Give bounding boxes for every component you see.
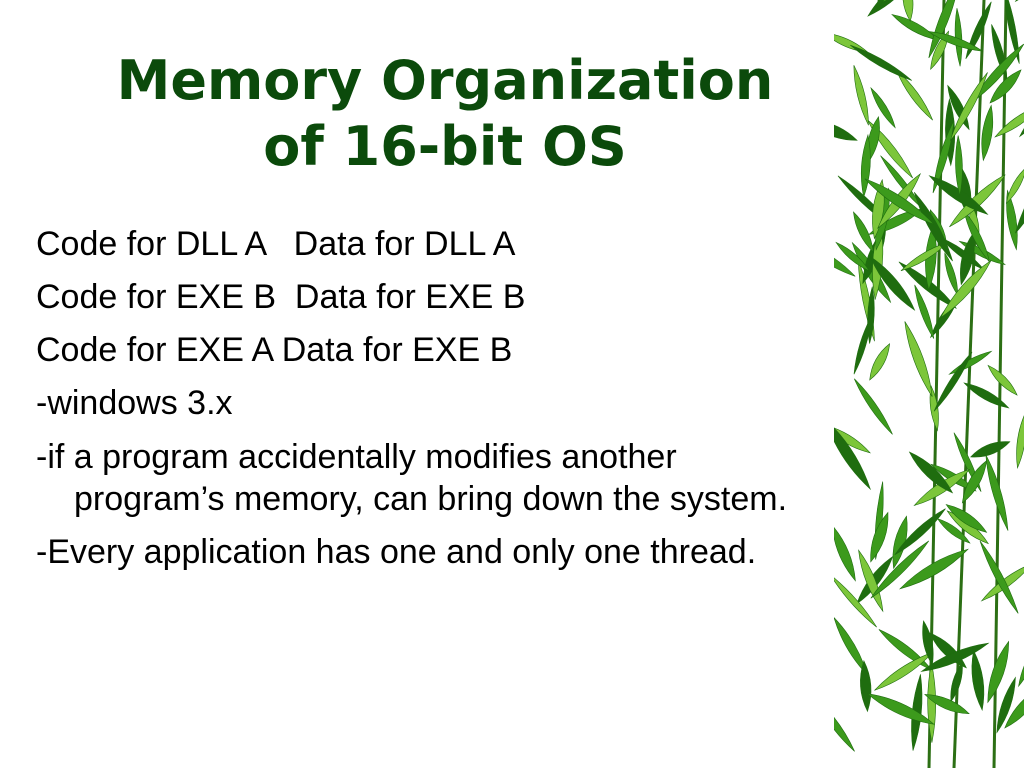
bamboo-leaf (892, 515, 908, 570)
bamboo-leaf (994, 104, 1024, 138)
bamboo-leaf (904, 321, 933, 397)
bamboo-leaf (913, 192, 953, 262)
bamboo-leaf (970, 441, 1011, 458)
slide-body: Code for DLL A Data for DLL A Code for E… (36, 224, 836, 584)
bamboo-leaf (834, 417, 871, 491)
bamboo-leaf (981, 104, 994, 162)
bamboo-leaf (929, 384, 939, 432)
body-paragraph-memory: -if a program accidentally modifies anot… (36, 438, 788, 518)
bamboo-leaf (945, 504, 988, 533)
bamboo-leaf (1005, 166, 1024, 204)
bamboo-leaf-group (834, 0, 1024, 752)
bamboo-leaf (834, 574, 877, 628)
bamboo-leaf (834, 240, 856, 277)
slide-title: Memory Organization of 16-bit OS (40, 48, 850, 180)
bamboo-leaf (891, 14, 939, 41)
bamboo-leaf (971, 649, 985, 712)
bamboo-leaf (864, 178, 935, 225)
bamboo-leaves-icon (834, 0, 1024, 768)
bamboo-leaf (963, 382, 1010, 409)
title-line-2: of 16-bit OS (263, 115, 627, 178)
bamboo-leaf (920, 642, 990, 672)
bamboo-leaf (834, 696, 855, 752)
bamboo-leaf (949, 174, 1006, 228)
bamboo-leaf (1006, 189, 1018, 251)
bamboo-leaf (1018, 639, 1024, 688)
bamboo-leaf (866, 693, 935, 725)
bamboo-leaf (834, 120, 858, 141)
body-line-exe-a: Code for EXE A Data for EXE B (36, 331, 513, 369)
bamboo-leaf (928, 175, 989, 215)
title-line-1: Memory Organization (116, 49, 774, 112)
bamboo-leaf (928, 31, 983, 52)
bamboo-leaf (940, 260, 992, 318)
bamboo-leaf (996, 676, 1016, 734)
bamboo-leaf (955, 135, 963, 196)
bamboo-leaf (1003, 0, 1020, 64)
bamboo-leaf (860, 660, 872, 713)
body-paragraph-thread: -Every application has one and only one … (36, 533, 757, 571)
bamboo-leaf (869, 343, 890, 381)
bamboo-leaf (894, 508, 946, 556)
bamboo-leaf (1015, 162, 1024, 234)
bamboo-leaf (853, 378, 893, 435)
bamboo-leaf (874, 652, 934, 691)
bamboo-leaf (933, 351, 973, 412)
bamboo-leaf (902, 0, 914, 22)
bamboo-leaf (870, 86, 896, 129)
body-line-windows: -windows 3.x (36, 384, 233, 422)
body-line-exe-b: Code for EXE B Data for EXE B (36, 278, 526, 316)
bamboo-leaf (922, 620, 934, 666)
bamboo-leaf (954, 8, 963, 67)
bamboo-leaf (867, 120, 913, 179)
bamboo-leaf (950, 661, 963, 703)
bamboo-leaf (1014, 0, 1024, 3)
bamboo-leaf (1016, 412, 1024, 470)
bamboo-leaf (867, 286, 875, 344)
body-line-dll-a: Code for DLL A Data for DLL A (36, 225, 516, 263)
bamboo-leaf (979, 540, 1019, 614)
bamboo-leaf (980, 562, 1024, 602)
bamboo-leaf (946, 510, 990, 545)
bamboo-leaf (834, 524, 856, 582)
bamboo-leaf (989, 69, 1022, 104)
bamboo-leaf (869, 255, 916, 311)
bamboo-leaf (1004, 685, 1024, 729)
bamboo-leaf (950, 72, 988, 141)
bamboo-leaf (987, 640, 1010, 704)
bamboo-leaf (914, 284, 935, 339)
bamboo-leaf (987, 364, 1018, 396)
bamboo-leaf (932, 120, 955, 194)
bamboo-leaf (834, 617, 868, 676)
bamboo-leaf (908, 451, 954, 494)
bamboo-leaf (860, 133, 871, 199)
bamboo-leaf (853, 65, 869, 126)
bamboo-leaf (850, 44, 912, 81)
bamboo-leaf (965, 1, 992, 59)
bamboo-leaf (924, 694, 970, 715)
bamboo-leaf (944, 252, 959, 297)
bamboo-leaf (870, 540, 930, 599)
bamboo-leaf (853, 211, 874, 253)
bamboo-leaf (961, 459, 987, 504)
bamboo-leaf (870, 511, 889, 563)
bamboo-leaf (835, 241, 870, 272)
bamboo-leaf (899, 548, 969, 590)
bamboo-leaf (834, 424, 871, 454)
